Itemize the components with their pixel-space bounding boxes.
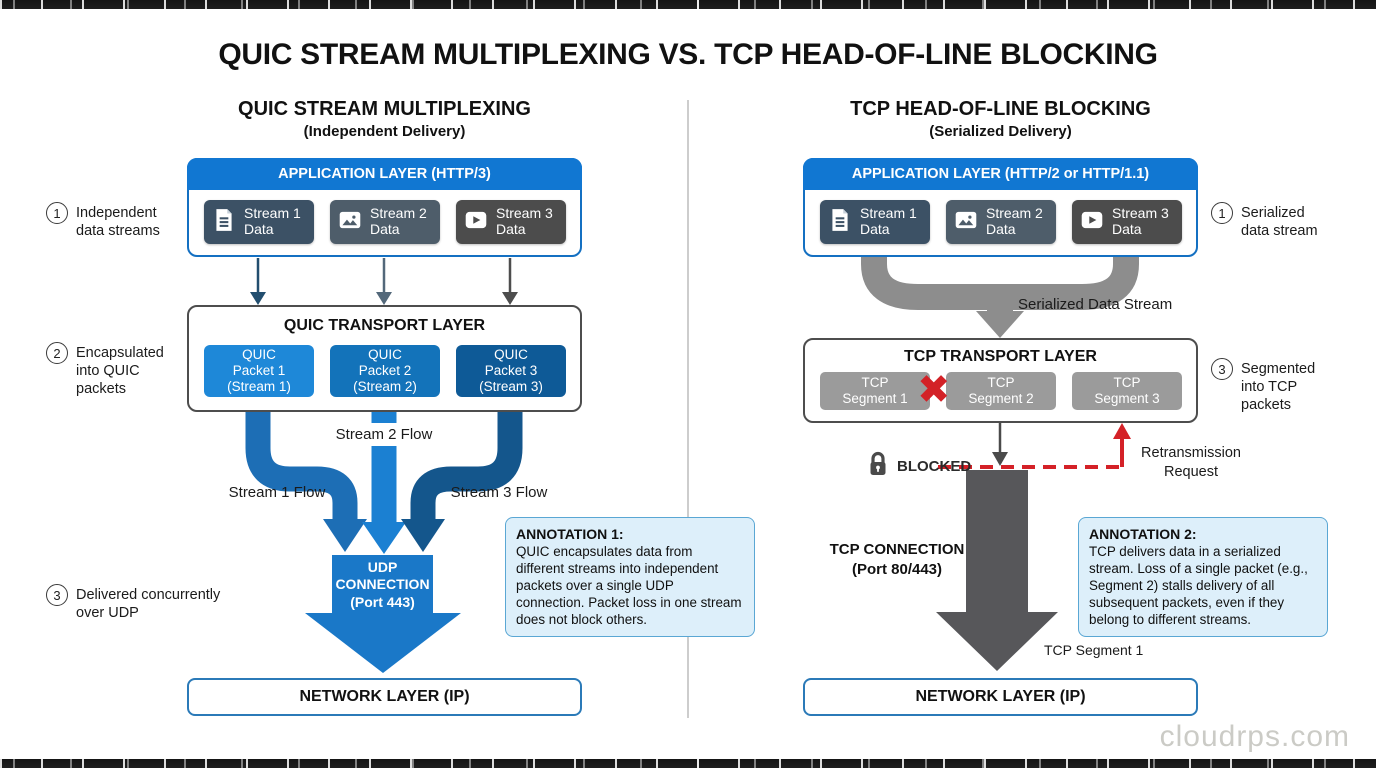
quic-packet2-box: QUIC Packet 2 (Stream 2) (330, 345, 440, 397)
quic-subheading-text: (Independent Delivery) (303, 123, 466, 140)
tcp-segment3-box: TCP Segment 3 (1072, 372, 1182, 410)
tcp-network-layer-box: NETWORK LAYER (IP) (803, 678, 1198, 716)
udp-arrow-flare (305, 613, 461, 673)
quic-heading-text: QUIC STREAM MULTIPLEXING (238, 98, 531, 120)
quic-packet3-box: QUIC Packet 3 (Stream 3) (456, 345, 566, 397)
tcp-stream3-box: Stream 3 Data (1072, 200, 1182, 244)
step-label: Serialized data stream (1241, 205, 1318, 240)
tcp-stream2-box: Stream 2 Data (946, 200, 1056, 244)
step-number-badge: 2 (46, 342, 68, 364)
quic-transport-layer-title: QUIC TRANSPORT LAYER (283, 317, 486, 334)
step-label: Independent data streams (76, 205, 160, 240)
quic-stream2-box: Stream 2 Data (330, 200, 440, 244)
tcp-heading-text: TCP HEAD-OF-LINE BLOCKING (850, 98, 1151, 120)
stream-label: Stream 2 Data (986, 205, 1043, 237)
stream2-flow-label: Stream 2 Flow (322, 423, 446, 446)
serialized-data-stream-label: Serialized Data Stream (1018, 296, 1173, 313)
tcp-subheading-text: (Serialized Delivery) (929, 123, 1072, 140)
page-title: QUIC STREAM MULTIPLEXING VS. TCP HEAD-OF… (218, 38, 1158, 71)
column-divider (687, 100, 689, 718)
step-number-badge: 3 (46, 584, 68, 606)
tcp-blocked-connector (992, 423, 1008, 466)
step-label: Encapsulated into QUIC packets (76, 345, 164, 398)
udp-connection-box: UDP CONNECTION (Port 443) (332, 555, 433, 615)
step-number-badge: 1 (1211, 202, 1233, 224)
film-grain-bar-top (0, 0, 1376, 9)
stream-label: Stream 3 Data (496, 205, 553, 237)
quic-stream1-box: Stream 1 Data (204, 200, 314, 244)
blocked-label: BLOCKED (897, 458, 972, 475)
step-number-badge: 1 (46, 202, 68, 224)
quic-step-2: 2 Encapsulated into QUIC packets (46, 342, 216, 398)
tcp-application-layer-header: APPLICATION LAYER (HTTP/2 or HTTP/1.1) (803, 158, 1198, 190)
quic-stream3-box: Stream 3 Data (456, 200, 566, 244)
packet-loss-x-icon: ✖ (917, 367, 951, 413)
video-icon (463, 207, 489, 237)
tcp-stream1-box: Stream 1 Data (820, 200, 930, 244)
image-icon (337, 207, 363, 237)
video-icon (1079, 207, 1105, 237)
tcp-segment1-box: TCP Segment 1 (820, 372, 930, 410)
document-icon (827, 207, 853, 237)
retransmission-arrow (938, 423, 1131, 469)
document-icon (211, 207, 237, 237)
lock-icon (866, 450, 890, 483)
step-label: Segmented into TCP packets (1241, 361, 1316, 414)
quic-packet1-box: QUIC Packet 1 (Stream 1) (204, 345, 314, 397)
stream3-flow-label: Stream 3 Flow (450, 484, 548, 501)
tcp-column-heading: TCP HEAD-OF-LINE BLOCKING (Serialized De… (803, 98, 1198, 140)
annotation-2-body: TCP delivers data in a serialized stream… (1089, 544, 1308, 628)
tcp-serialize-funnel (861, 251, 1139, 338)
tcp-step-3: 3 Segmented into TCP packets (1211, 358, 1361, 414)
step-number-badge: 3 (1211, 358, 1233, 380)
watermark: cloudrps.com (1159, 720, 1350, 753)
quic-step-1: 1 Independent data streams (46, 202, 216, 240)
tcp-segment2-box: TCP Segment 2 (946, 372, 1056, 410)
annotation-1-body: QUIC encapsulates data from different st… (516, 544, 742, 628)
quic-step-3: 3 Delivered concurrently over UDP (46, 584, 236, 622)
tcp-step-1: 1 Serialized data stream (1211, 202, 1361, 240)
annotation-2-title: ANNOTATION 2: (1089, 526, 1197, 542)
quic-column-heading: QUIC STREAM MULTIPLEXING (Independent De… (187, 98, 582, 140)
annotation-2-box: ANNOTATION 2: TCP delivers data in a ser… (1078, 517, 1328, 638)
image-icon (953, 207, 979, 237)
tcp-connection-label: TCP CONNECTION (Port 80/443) (829, 541, 965, 578)
annotation-1-box: ANNOTATION 1: QUIC encapsulates data fro… (505, 517, 755, 638)
tcp-connection-arrow (936, 470, 1058, 671)
quic-stream-connectors (250, 258, 518, 305)
quic-network-layer-box: NETWORK LAYER (IP) (187, 678, 582, 716)
retransmission-request-label: Retransmission Request (1141, 445, 1241, 480)
quic-application-layer-header: APPLICATION LAYER (HTTP/3) (187, 158, 582, 190)
step-label: Delivered concurrently over UDP (76, 587, 221, 622)
annotation-1-title: ANNOTATION 1: (516, 526, 624, 542)
film-grain-bar-bottom (0, 759, 1376, 768)
stream-label: Stream 1 Data (860, 205, 917, 237)
stream-label: Stream 1 Data (244, 205, 301, 237)
tcp-segment1-flow-label: TCP Segment 1 (1044, 642, 1144, 658)
stream-label: Stream 3 Data (1112, 205, 1169, 237)
stream1-flow-label: Stream 1 Flow (228, 484, 326, 501)
stream-label: Stream 2 Data (370, 205, 427, 237)
tcp-transport-layer-title: TCP TRANSPORT LAYER (904, 348, 1097, 365)
